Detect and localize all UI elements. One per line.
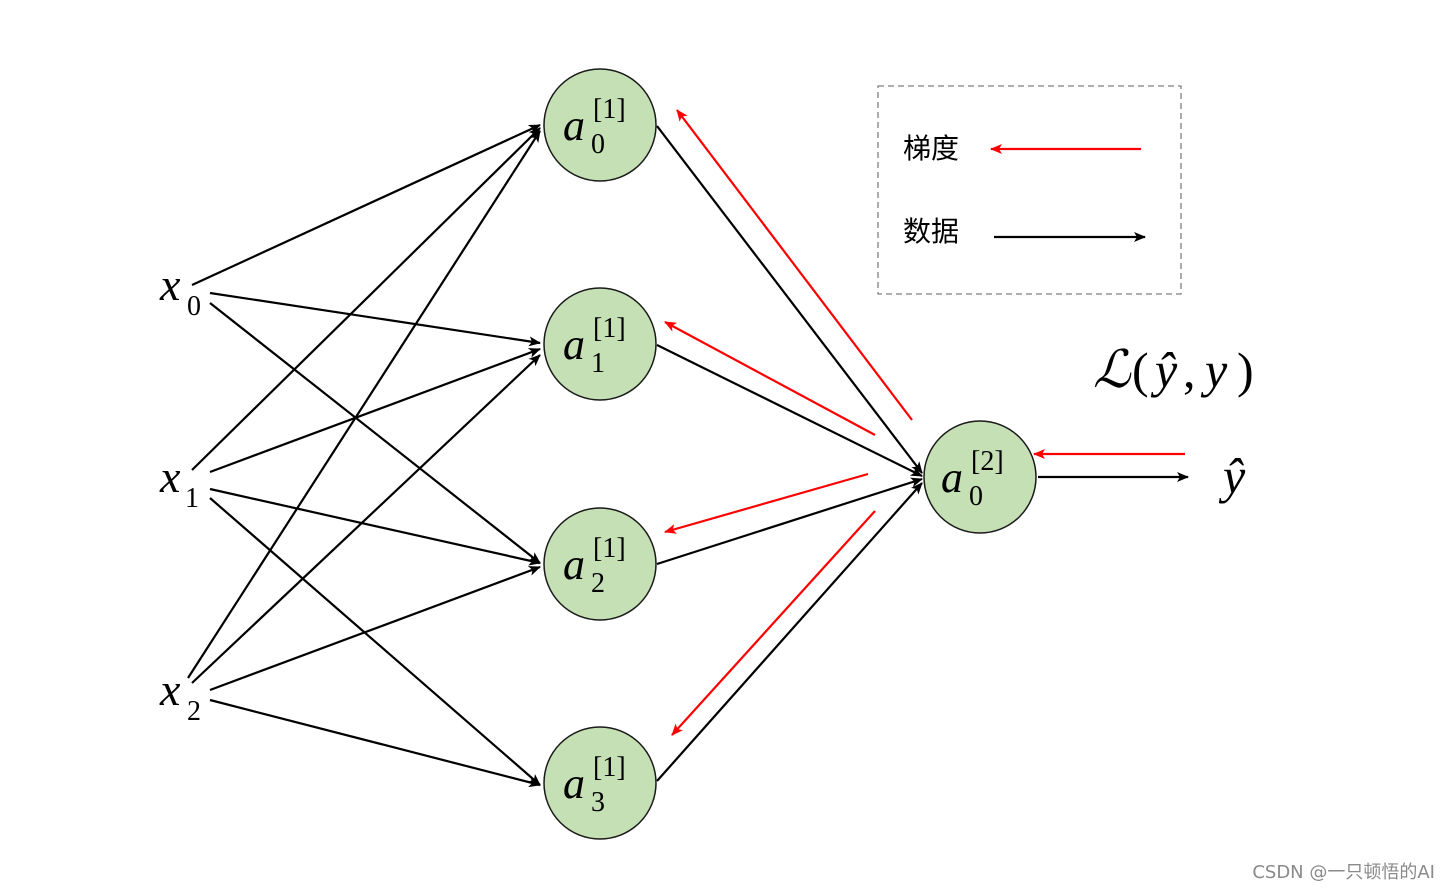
hidden-label-sup: [1] xyxy=(593,313,626,344)
gradient-out-a2 xyxy=(664,472,869,534)
watermark: CSDN @一只顿悟的AI xyxy=(1252,862,1435,883)
hidden-node-label-1: a [1] 1 xyxy=(563,313,626,379)
edge-a0-out xyxy=(656,125,923,474)
edge-a2-out xyxy=(656,477,923,566)
loss-yhat: ŷ xyxy=(1150,342,1178,398)
loss-comma: , xyxy=(1183,342,1196,398)
edge-x1-a1 xyxy=(209,347,541,474)
legend: 梯度 数据 xyxy=(877,85,1182,295)
hidden-label-sub: 3 xyxy=(591,787,605,818)
hidden-label-base: a xyxy=(563,759,585,808)
gradient-out-a0 xyxy=(676,109,913,421)
edge-x0-a1 xyxy=(209,291,541,347)
hidden-to-output-edges xyxy=(656,125,923,782)
loss-label: ℒ ( ŷ , y ) xyxy=(1093,342,1254,399)
input-to-hidden-edges xyxy=(187,124,541,788)
output-label-base: a xyxy=(941,453,963,502)
loss-open-paren: ( xyxy=(1132,342,1149,398)
edge-x1-a2 xyxy=(209,487,541,566)
prediction-label: ŷ xyxy=(1218,448,1246,504)
legend-gradient-label: 梯度 xyxy=(903,132,959,165)
edge-x2-a3 xyxy=(209,698,541,788)
output-label-sub: 0 xyxy=(969,481,983,512)
hidden-label-sup: [1] xyxy=(593,533,626,564)
hidden-label-sub: 1 xyxy=(591,348,605,379)
legend-data-label: 数据 xyxy=(903,215,959,248)
input-label-1: x 1 xyxy=(159,451,199,514)
edge-x0-a0 xyxy=(191,124,541,286)
edge-x0-a2 xyxy=(209,302,541,564)
hidden-node-label-0: a [1] 0 xyxy=(563,94,626,160)
input-label-sub: 0 xyxy=(187,291,201,322)
hidden-label-base: a xyxy=(563,320,585,369)
hidden-label-base: a xyxy=(563,101,585,150)
loss-close-paren: ) xyxy=(1237,342,1254,398)
legend-box xyxy=(877,85,1182,295)
edge-x1-a0 xyxy=(191,127,541,471)
edge-x2-a1 xyxy=(191,354,541,684)
hidden-node-0 xyxy=(543,68,657,182)
edge-x2-a0 xyxy=(187,130,541,679)
hidden-label-sup: [1] xyxy=(593,94,626,125)
edge-x2-a2 xyxy=(209,565,541,692)
input-label-base: x xyxy=(159,259,181,310)
hidden-label-sup: [1] xyxy=(593,752,626,783)
input-label-2: x 2 xyxy=(159,664,201,727)
hidden-label-sub: 2 xyxy=(591,568,605,599)
hidden-layer xyxy=(543,68,657,840)
input-label-sub: 2 xyxy=(187,696,201,727)
gradient-arrows xyxy=(664,109,1185,736)
loss-y: y xyxy=(1200,342,1228,398)
hidden-node-1 xyxy=(543,287,657,401)
edge-a1-out xyxy=(656,344,923,477)
input-label-base: x xyxy=(159,664,181,715)
hidden-label-base: a xyxy=(563,540,585,589)
input-label-0: x 0 xyxy=(159,259,201,322)
output-label-sup: [2] xyxy=(971,446,1004,477)
gradient-out-a1 xyxy=(664,321,876,436)
loss-script-l: ℒ xyxy=(1093,342,1132,399)
input-label-sub: 1 xyxy=(185,483,199,514)
hidden-label-sub: 0 xyxy=(591,129,605,160)
output-node xyxy=(923,420,1037,534)
input-label-base: x xyxy=(159,451,181,502)
hidden-node-label-3: a [1] 3 xyxy=(563,752,626,818)
edge-a3-out xyxy=(656,482,923,782)
edge-x1-a3 xyxy=(209,497,541,786)
gradient-out-a3 xyxy=(671,510,876,736)
output-node-label: a [2] 0 xyxy=(941,446,1004,512)
hidden-node-label-2: a [1] 2 xyxy=(563,533,626,599)
hidden-node-2 xyxy=(543,507,657,621)
hidden-node-3 xyxy=(543,726,657,840)
